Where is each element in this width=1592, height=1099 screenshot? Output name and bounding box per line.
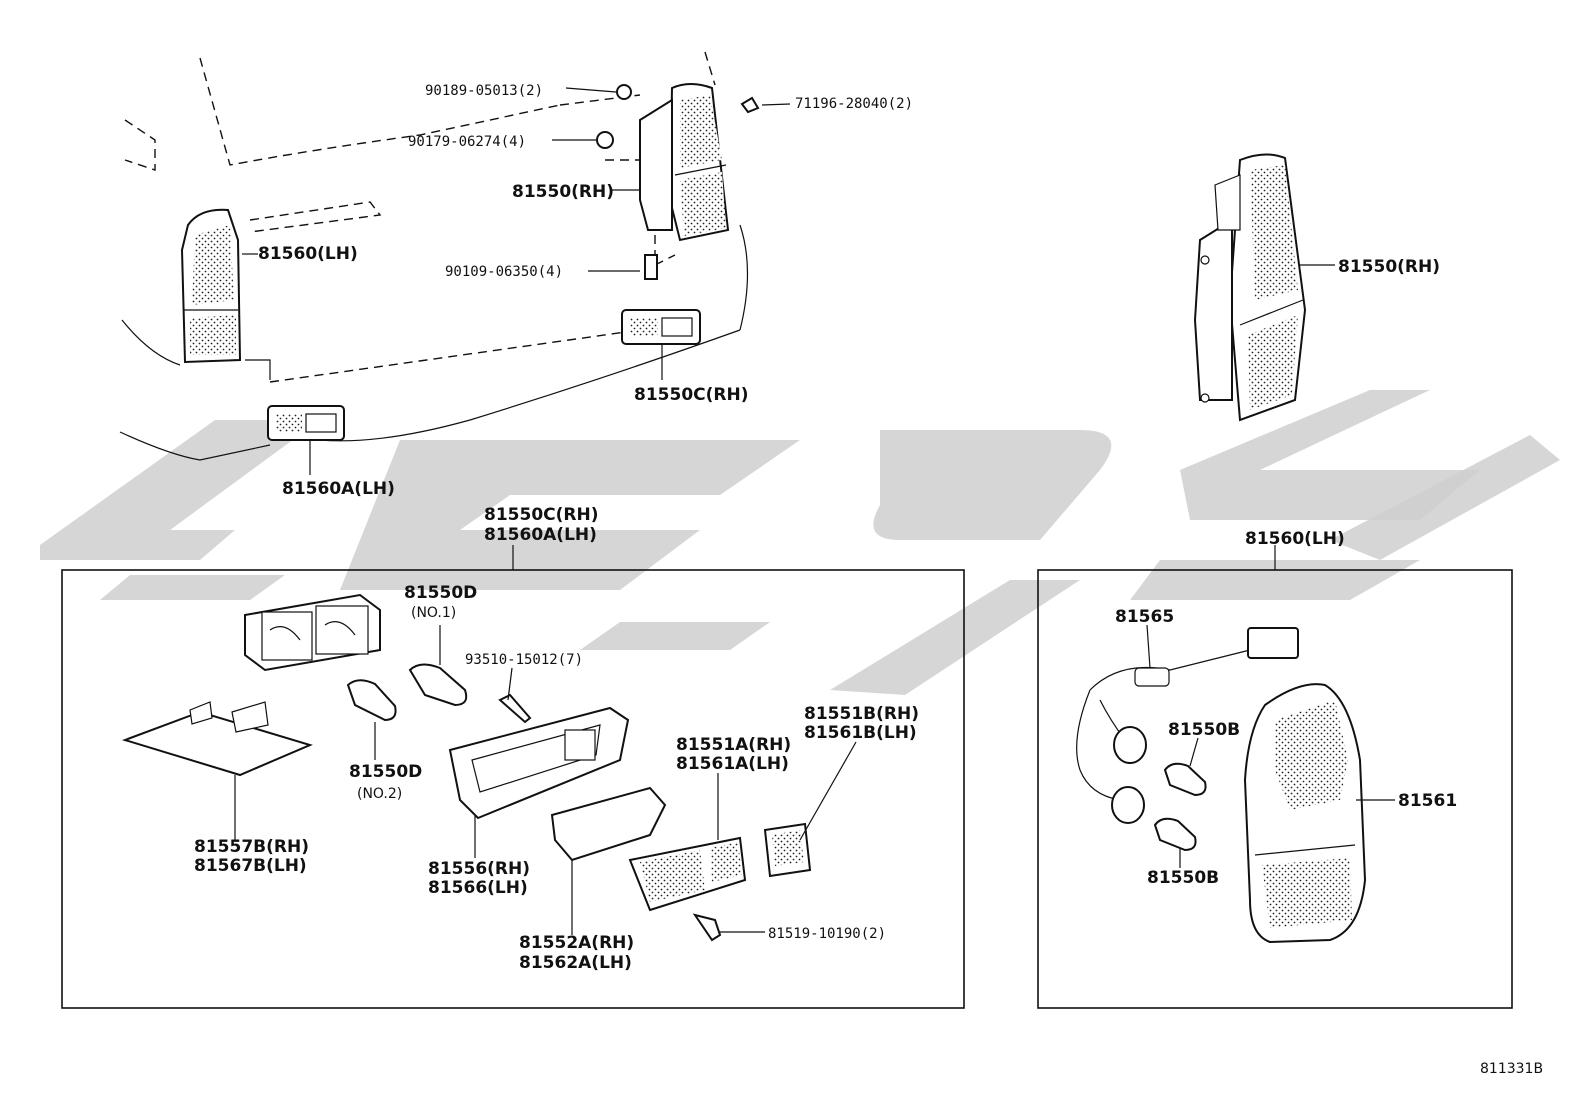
fastener-icons-top — [242, 84, 791, 475]
label-81567b: 81567B(LH) — [194, 856, 307, 876]
lamp-lens-81561 — [1243, 683, 1367, 944]
label-81561a: 81561A(LH) — [676, 754, 789, 774]
screw-93510 — [498, 693, 532, 724]
label-no2: (NO.2) — [357, 786, 402, 802]
reflector-housing — [244, 593, 381, 672]
label-81550-rh: 81550(RH) — [512, 182, 614, 202]
label-81566: 81566(LH) — [428, 878, 528, 898]
label-no1: (NO.1) — [411, 605, 456, 621]
tail-lamp-rh-installed — [605, 83, 730, 255]
label-81556: 81556(RH) — [428, 859, 530, 879]
lens-81551a — [628, 836, 747, 912]
label-81550c-rh: 81550C(RH) — [634, 385, 748, 405]
label-detail-81550-rh: 81550(RH) — [1338, 257, 1440, 277]
label-81551a: 81551A(RH) — [676, 735, 791, 755]
label-81519: 81519-10190(2) — [768, 926, 886, 942]
bulb-81550b-upper — [1163, 762, 1207, 797]
label-81550b-lower: 81550B — [1147, 868, 1219, 888]
tail-lamp-lh — [180, 208, 242, 364]
label-90189: 90189-05013(2) — [425, 83, 543, 99]
group-left-title-2: 81560A(LH) — [484, 525, 597, 545]
bulb-no2 — [346, 679, 397, 722]
label-71196: 71196-28040(2) — [795, 96, 913, 112]
label-90109: 90109-06350(4) — [445, 264, 563, 280]
lens-81551b — [763, 822, 812, 878]
label-81561b: 81561B(LH) — [804, 723, 917, 743]
label-81551b: 81551B(RH) — [804, 704, 919, 724]
group-right-title: 81560(LH) — [1245, 529, 1345, 549]
label-81557b: 81557B(RH) — [194, 837, 309, 857]
frame-81556 — [448, 706, 630, 820]
label-81560a-lh: 81560A(LH) — [282, 479, 395, 499]
label-81561: 81561 — [1398, 791, 1457, 811]
label-90179: 90179-06274(4) — [408, 134, 526, 150]
reflector-rh-installed — [621, 309, 701, 345]
label-81565: 81565 — [1115, 607, 1174, 627]
label-81562a: 81562A(LH) — [519, 953, 632, 973]
label-81552a: 81552A(RH) — [519, 933, 634, 953]
bulb-81550b-lower — [1153, 817, 1197, 852]
leader-lines-right-group — [1146, 624, 1395, 868]
label-81550d-no1: 81550D — [404, 583, 477, 603]
group-left-title-1: 81550C(RH) — [484, 505, 598, 525]
bracket-81557b — [121, 701, 313, 777]
label-93510: 93510-15012(7) — [465, 652, 583, 668]
tail-lamp-rh-detail — [1193, 153, 1335, 422]
wiring-harness-81565 — [1076, 627, 1299, 824]
leader-lines-left-group — [234, 625, 857, 935]
bulb-no1 — [408, 663, 468, 707]
label-81550b-upper: 81550B — [1168, 720, 1240, 740]
gasket-81552a — [550, 786, 667, 862]
label-81560-lh: 81560(LH) — [258, 244, 358, 264]
label-81550d-no2: 81550D — [349, 762, 422, 782]
reflector-lh-installed — [267, 405, 345, 441]
screw-81519 — [692, 913, 722, 942]
diagram-id: 811331B — [1480, 1061, 1543, 1077]
